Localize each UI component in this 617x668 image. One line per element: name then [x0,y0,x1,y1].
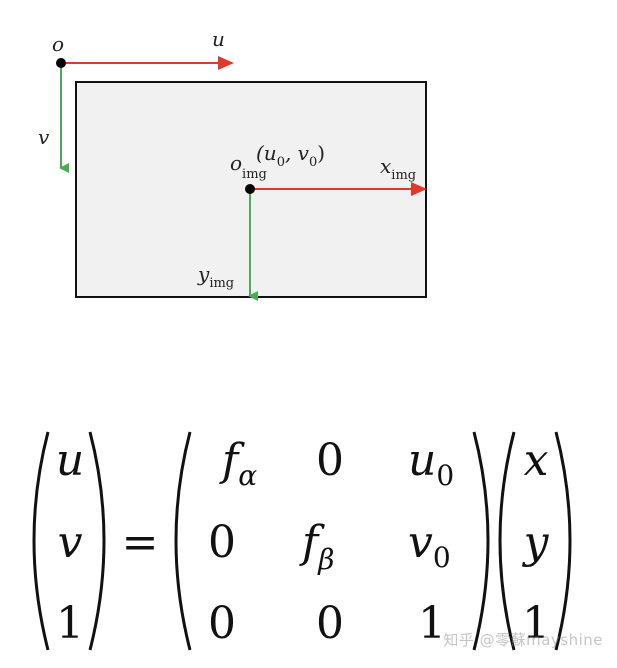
lhs-1: 1 [56,598,84,649]
watermark: 知乎 @零蘇mayshine [443,631,603,649]
matrix-cell-2-0: 0 [208,598,236,649]
matrix-cell-0-1: 0 [316,435,344,486]
lhs-u: u [56,435,84,486]
lhs-v: v [58,517,83,568]
image-origin-dot [245,184,255,194]
matrix-cell-1-2: v0 [408,517,451,574]
matrix-right-paren [472,431,490,651]
matrix-cell-1-0: 0 [208,517,236,568]
u-axis-label: u [212,27,225,51]
origin-label: o [52,32,64,56]
matrix-cell-0-2: u0 [408,435,454,492]
lhs-left-paren [32,431,50,651]
matrix-cell-1-1: fβ [299,517,334,576]
lhs-right-paren [88,431,106,651]
rhs-left-paren [498,431,516,651]
intrinsics-equation: u v 1 = fα 0 u0 0 fβ v0 0 0 1 x y 1 [32,431,572,651]
rhs-x: x [524,435,549,486]
matrix-cell-0-0: fα [219,435,257,492]
x-img-label: ximg [380,154,416,183]
image-origin-label: oimg [230,151,267,182]
rhs-y: y [522,517,550,568]
matrix-cell-2-1: 0 [316,598,344,649]
v-axis-label: v [38,125,50,149]
rhs-right-paren [554,431,572,651]
pixel-origin-dot [56,58,66,68]
rhs-1: 1 [522,598,550,649]
matrix-cell-2-2: 1 [418,598,446,649]
y-img-label: yimg [197,262,234,291]
principal-point-label: (u0, v0) [256,141,325,170]
matrix-left-paren [174,431,192,651]
equals-sign: = [122,517,159,568]
